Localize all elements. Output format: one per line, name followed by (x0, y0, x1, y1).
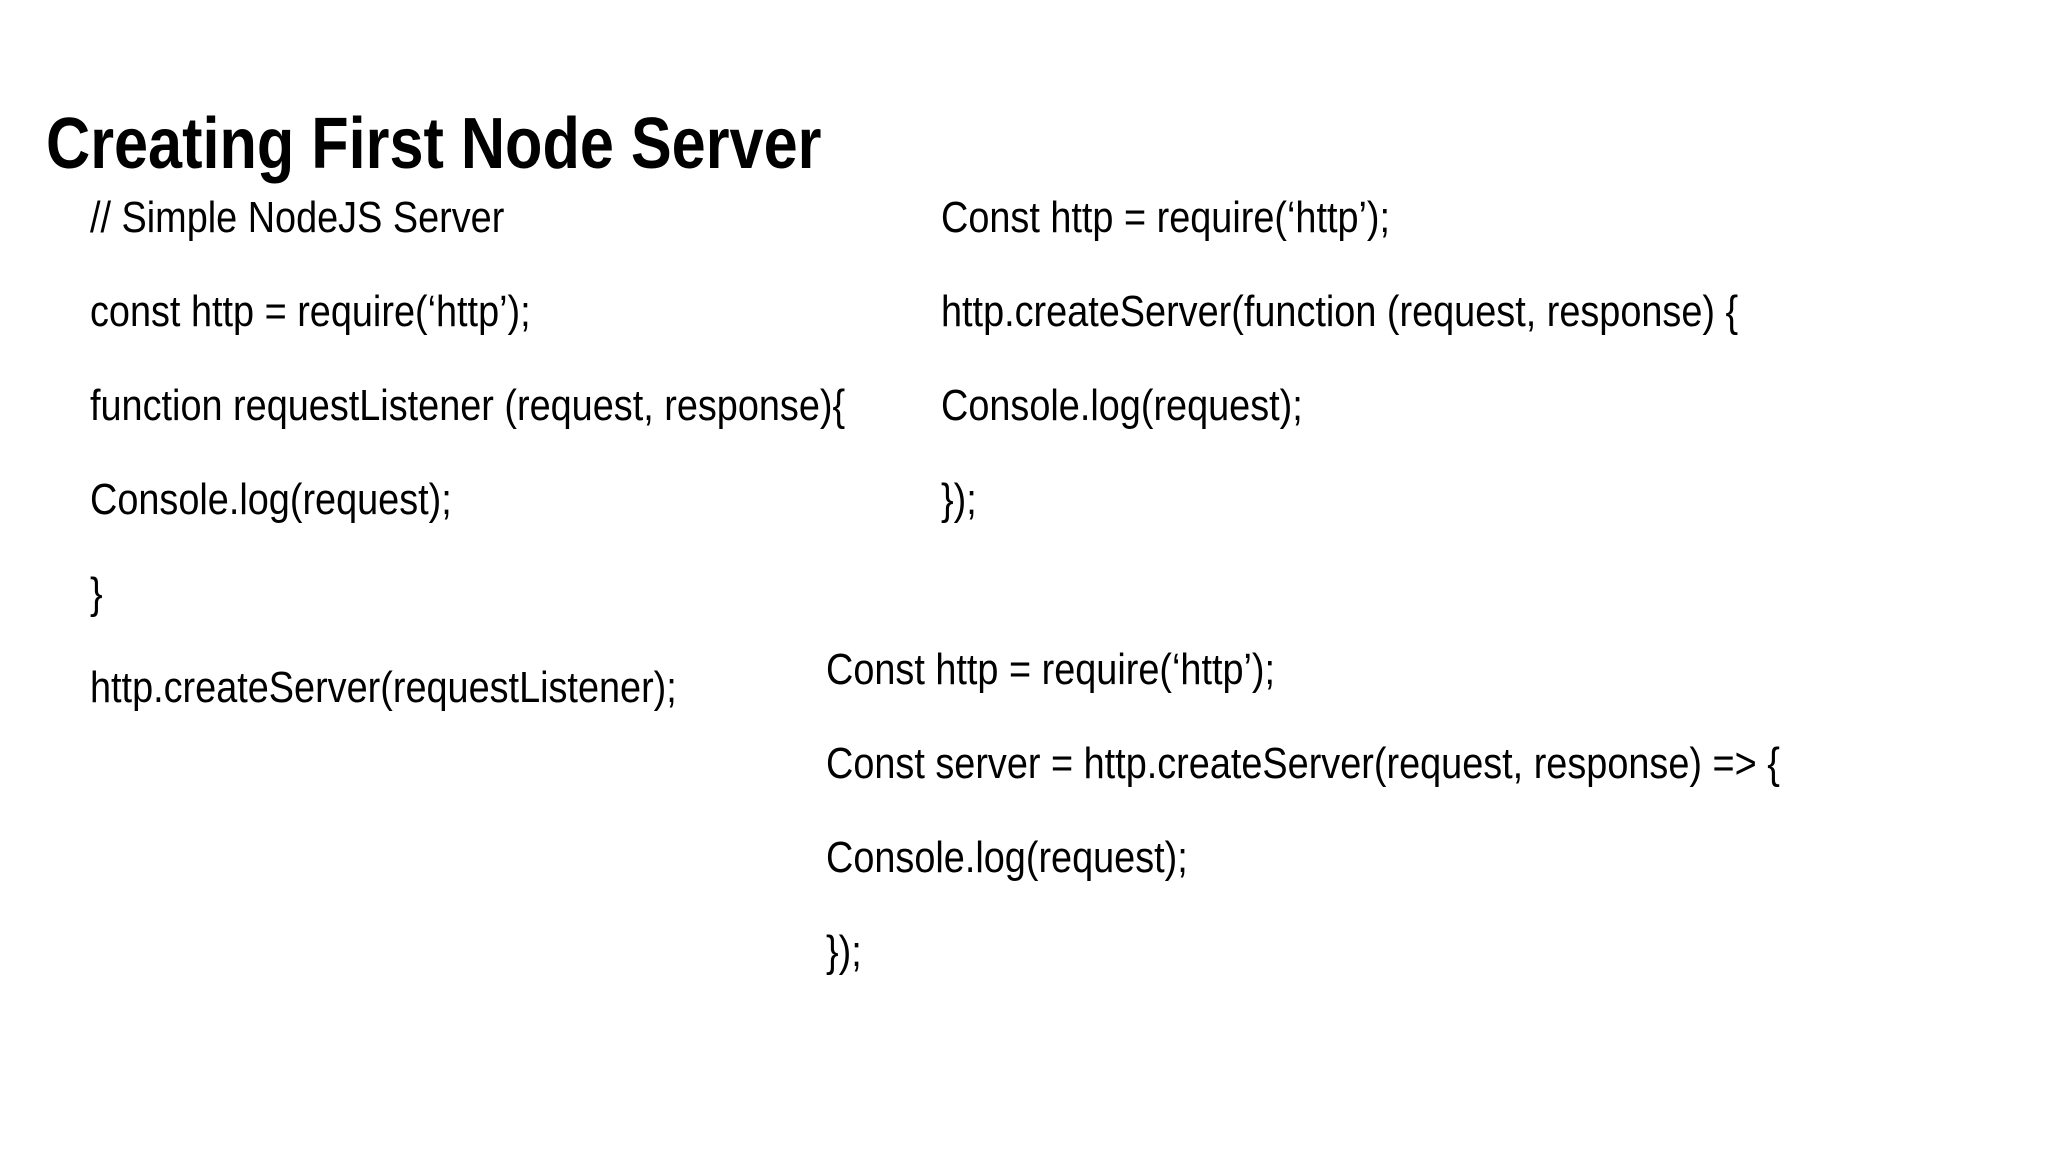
page-title: Creating First Node Server (46, 104, 822, 185)
code-line-require: Const http = require(‘http’); (941, 193, 1391, 242)
code-line-require: const http = require(‘http’); (90, 287, 531, 336)
code-line-comment: // Simple NodeJS Server (90, 193, 505, 242)
code-line-closing-brace: }); (941, 475, 977, 524)
code-line-create-server-arrow: Const server = http.createServer(request… (826, 739, 1780, 788)
code-line-console-log: Console.log(request); (826, 833, 1188, 882)
code-line-closing-brace: }); (826, 927, 862, 976)
code-line-closing-brace: } (90, 569, 103, 618)
code-block-right-bottom-arrow-style: Const http = require(‘http’); Const serv… (826, 623, 1780, 999)
code-line-create-server-callback: http.createServer(function (request, res… (941, 287, 1739, 336)
code-line-require: Const http = require(‘http’); (826, 645, 1276, 694)
code-line-function-declaration: function requestListener (request, respo… (90, 381, 846, 430)
code-line-create-server: http.createServer(requestListener); (90, 663, 677, 712)
code-block-right-top-callback-style: Const http = require(‘http’); http.creat… (941, 171, 1738, 547)
code-line-console-log: Console.log(request); (90, 475, 452, 524)
code-block-left-function-style: // Simple NodeJS Server const http = req… (90, 171, 845, 735)
code-line-console-log: Console.log(request); (941, 381, 1303, 430)
